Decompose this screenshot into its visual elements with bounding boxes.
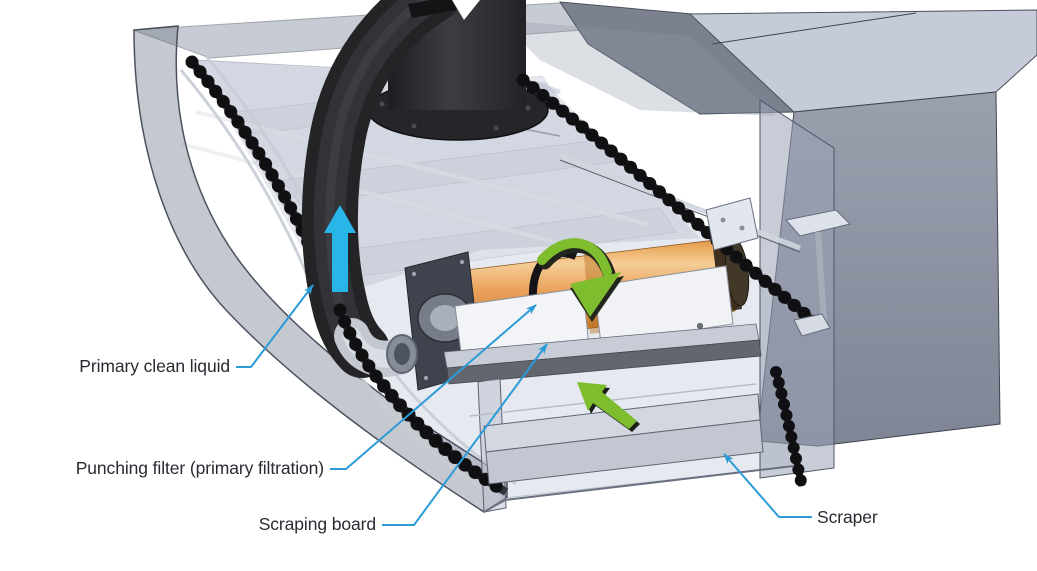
chain-brackets <box>705 197 851 337</box>
block-sloped-cover <box>559 1 796 115</box>
hose-clamp <box>408 0 456 18</box>
flange-bolts <box>379 101 531 131</box>
leader-punching-filter <box>330 304 537 470</box>
label-scraping-board: Scraping board <box>258 514 376 534</box>
label-scraper: Scraper <box>817 507 878 527</box>
leader-scraping-board <box>382 343 548 526</box>
leader-lines <box>236 284 812 526</box>
background-notch <box>452 0 480 20</box>
block-cover-glass <box>500 20 776 116</box>
flow-up-arrow <box>324 205 356 292</box>
right-conveyor-chain <box>516 73 829 335</box>
label-primary-clean-liquid: Primary clean liquid <box>79 356 230 376</box>
leader-scraper <box>723 453 812 518</box>
block-top-face <box>688 9 1037 113</box>
drum-rotation-arrow <box>537 238 624 322</box>
label-punching-filter: Punching filter (primary filtration) <box>75 458 324 478</box>
conveyor-travel-arrow <box>577 382 640 432</box>
tray-front-edges <box>483 465 795 513</box>
block-top-seam <box>711 12 917 45</box>
suction-pipe-outlet <box>367 0 549 141</box>
leader-primary-clean-liquid <box>236 284 314 368</box>
